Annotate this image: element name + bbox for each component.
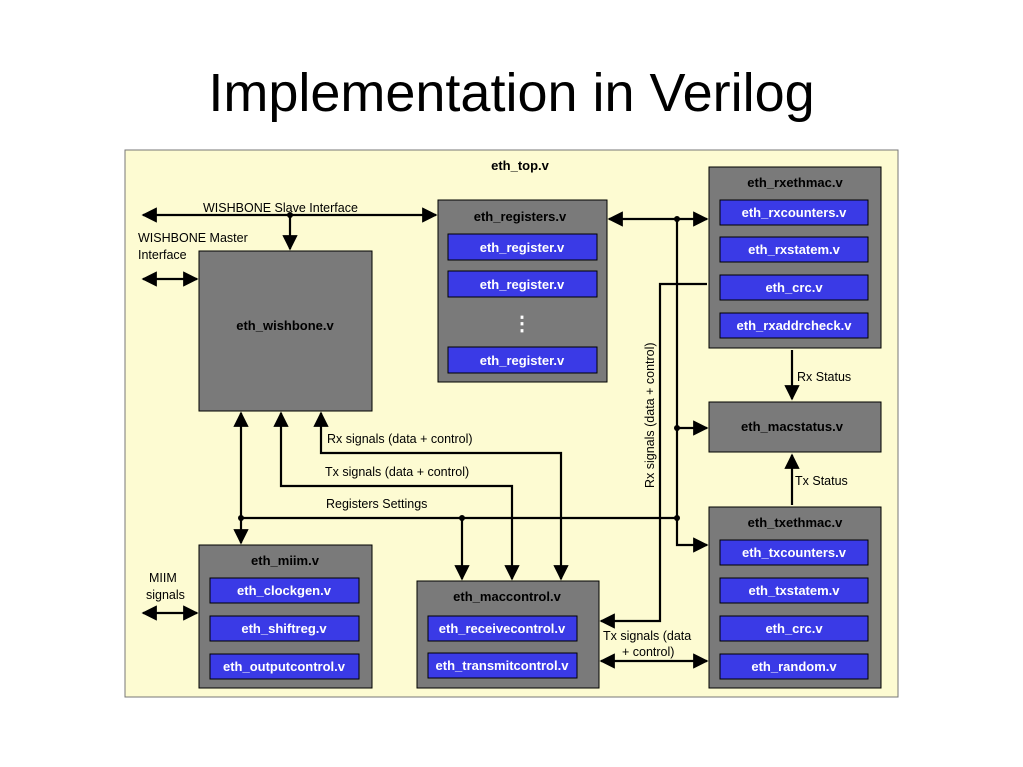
rxethmac-item <box>719 312 869 339</box>
tx-status-label: Tx Status <box>795 474 848 488</box>
txethmac-item <box>719 615 869 642</box>
wb-master-label-2: Interface <box>138 248 187 262</box>
maccontrol-item <box>427 652 578 679</box>
rxethmac-item-label: eth_crc.v <box>765 280 823 295</box>
rxethmac-module-label: eth_rxethmac.v <box>747 175 843 190</box>
miim-signals-label: MIIM <box>149 571 177 585</box>
registers-module-label: eth_registers.v <box>474 209 567 224</box>
registers-settings-label: Registers Settings <box>326 497 427 511</box>
wb-master-label: WISHBONE Master <box>138 231 248 245</box>
txethmac-item <box>719 539 869 566</box>
tx-signals-label: Tx signals (data + control) <box>325 465 469 479</box>
wishbone-module-label: eth_wishbone.v <box>236 318 334 333</box>
maccontrol-item-label: eth_transmitcontrol.v <box>436 658 570 673</box>
junction-dots <box>238 212 680 521</box>
tx-signals-label-2: Tx signals (data <box>603 629 691 643</box>
maccontrol-module-label: eth_maccontrol.v <box>453 589 561 604</box>
txethmac-item <box>719 577 869 604</box>
register-item <box>447 346 598 374</box>
txethmac-module-label: eth_txethmac.v <box>748 515 843 530</box>
rx-vertical-line <box>599 282 707 629</box>
txethmac-item-label: eth_crc.v <box>765 621 823 636</box>
txethmac-item-label: eth_random.v <box>751 659 837 674</box>
rxethmac-item <box>719 274 869 301</box>
rxethmac-item-label: eth_rxstatem.v <box>748 242 841 257</box>
rxethmac-item-label: eth_rxaddrcheck.v <box>737 318 853 333</box>
tx-signals-line <box>273 411 520 581</box>
rx-signals-vertical-label: Rx signals (data + control) <box>643 342 657 488</box>
maccontrol-item-label: eth_receivecontrol.v <box>439 621 566 636</box>
wb-slave-label: WISHBONE Slave Interface <box>203 201 358 215</box>
rx-signals-label: Rx signals (data + control) <box>327 432 473 446</box>
rxethmac-item <box>719 236 869 263</box>
macstatus-module-label: eth_macstatus.v <box>741 419 844 434</box>
miim-module-label: eth_miim.v <box>251 553 320 568</box>
miim-item <box>209 653 360 680</box>
register-item-label: eth_register.v <box>480 277 565 292</box>
rxethmac-item-label: eth_rxcounters.v <box>742 205 848 220</box>
maccontrol-item <box>427 615 578 642</box>
registers-ellipsis: ⋮ <box>512 313 532 335</box>
wishbone-module <box>198 250 373 412</box>
rxethmac-item <box>719 199 869 226</box>
txethmac-item-label: eth_txcounters.v <box>742 545 847 560</box>
eth-top-label: eth_top.v <box>491 158 550 173</box>
miim-item <box>209 577 360 604</box>
miim-item-label: eth_clockgen.v <box>237 583 332 598</box>
miim-item <box>209 615 360 642</box>
register-item-label: eth_register.v <box>480 240 565 255</box>
register-item-label: eth_register.v <box>480 353 565 368</box>
register-bus-vertical <box>675 219 709 553</box>
register-item <box>447 270 598 298</box>
miim-signals-label-2: signals <box>146 588 185 602</box>
txethmac-item <box>719 653 869 680</box>
slide-title: Implementation in Verilog <box>208 63 815 123</box>
miim-item-label: eth_outputcontrol.v <box>223 659 346 674</box>
rx-status-label: Rx Status <box>797 370 851 384</box>
miim-item-label: eth_shiftreg.v <box>241 621 327 636</box>
register-item <box>447 233 598 261</box>
macstatus-module <box>708 401 882 453</box>
txethmac-item-label: eth_txstatem.v <box>748 583 840 598</box>
tx-signals-label-3: + control) <box>622 645 674 659</box>
